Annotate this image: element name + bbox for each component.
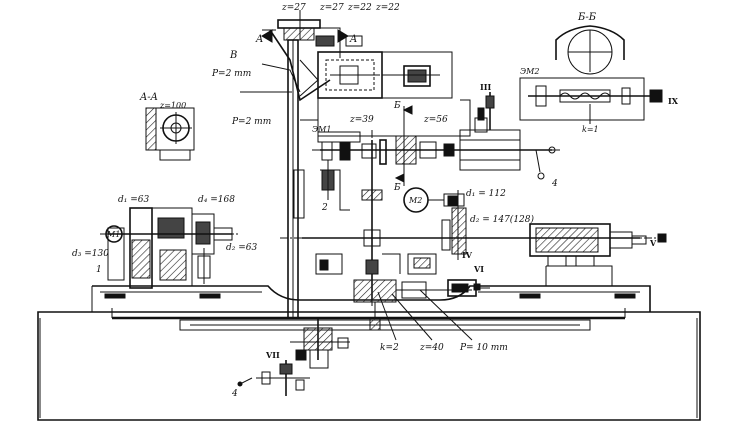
label-section-v: В	[229, 50, 237, 61]
label-section-a-left: A	[255, 34, 263, 45]
label-shaft-2: 2	[321, 203, 328, 213]
label-d4-168: d₄ =168	[198, 195, 235, 205]
column	[280, 39, 658, 319]
label-roman-vi: VI	[473, 264, 484, 274]
label-roman-iii: III	[480, 82, 491, 92]
label-d1-112: d₁ = 112	[466, 189, 506, 199]
label-b-lower: Б	[393, 183, 401, 193]
right-spindle-head	[529, 223, 647, 286]
label-shaft-4: 4	[551, 179, 558, 189]
section-b-b	[519, 25, 663, 124]
label-z39: z=39	[349, 115, 374, 125]
label-m1-circle: M1	[106, 230, 120, 239]
label-z27-b: z=27	[319, 3, 344, 13]
label-b-upper: Б	[393, 101, 401, 111]
label-roman-vii: VII	[265, 350, 280, 360]
label-p2-lower: P=2 mm	[231, 117, 271, 127]
label-d2-147: d₂ = 147(128)	[470, 214, 534, 225]
label-z22-b: z=22	[375, 3, 400, 13]
label-k1: k=1	[582, 125, 599, 134]
section-a-a	[145, 107, 195, 161]
label-roman-iv: IV	[462, 250, 473, 260]
label-z27-a: z=27	[281, 3, 306, 13]
handwheel-assembly	[237, 318, 350, 396]
label-roman-v: V	[649, 238, 657, 248]
label-d1-63: d₁ =63	[118, 195, 149, 205]
label-p2-upper: P=2 mm	[211, 69, 251, 79]
upper-gear-head	[240, 10, 471, 137]
label-p10: P= 10 mm	[459, 343, 508, 353]
label-d3-130: d₃ =130	[72, 249, 109, 259]
label-roman-ix: IX	[668, 96, 679, 106]
left-spindle-head	[100, 207, 240, 289]
label-em2-small: ЭМ2	[520, 67, 539, 76]
label-z100: z=100	[159, 101, 186, 110]
label-d2-63: d₂ =63	[226, 243, 257, 253]
label-z22-a: z=22	[347, 3, 372, 13]
label-section-a-a: A-A	[139, 92, 158, 103]
label-em1: ЭМ1	[312, 125, 331, 134]
markers	[473, 233, 667, 291]
label-section-b-b: Б-Б	[577, 12, 597, 23]
label-section-a-right: A	[349, 34, 357, 45]
label-handle-4: 4	[231, 389, 238, 399]
label-m2-circle: M2	[408, 196, 422, 205]
machine-bed	[37, 285, 701, 421]
labels-layer: z=27 z=27 z=22 z=22 A A В P=2 mm P=2 mm …	[72, 3, 679, 399]
label-z40: z=40	[419, 343, 444, 353]
label-position-1: 1	[96, 265, 102, 275]
feed-gearbox	[312, 92, 560, 306]
label-k2: k=2	[380, 343, 399, 353]
lower-feed	[353, 279, 490, 341]
label-z56: z=56	[423, 115, 448, 125]
